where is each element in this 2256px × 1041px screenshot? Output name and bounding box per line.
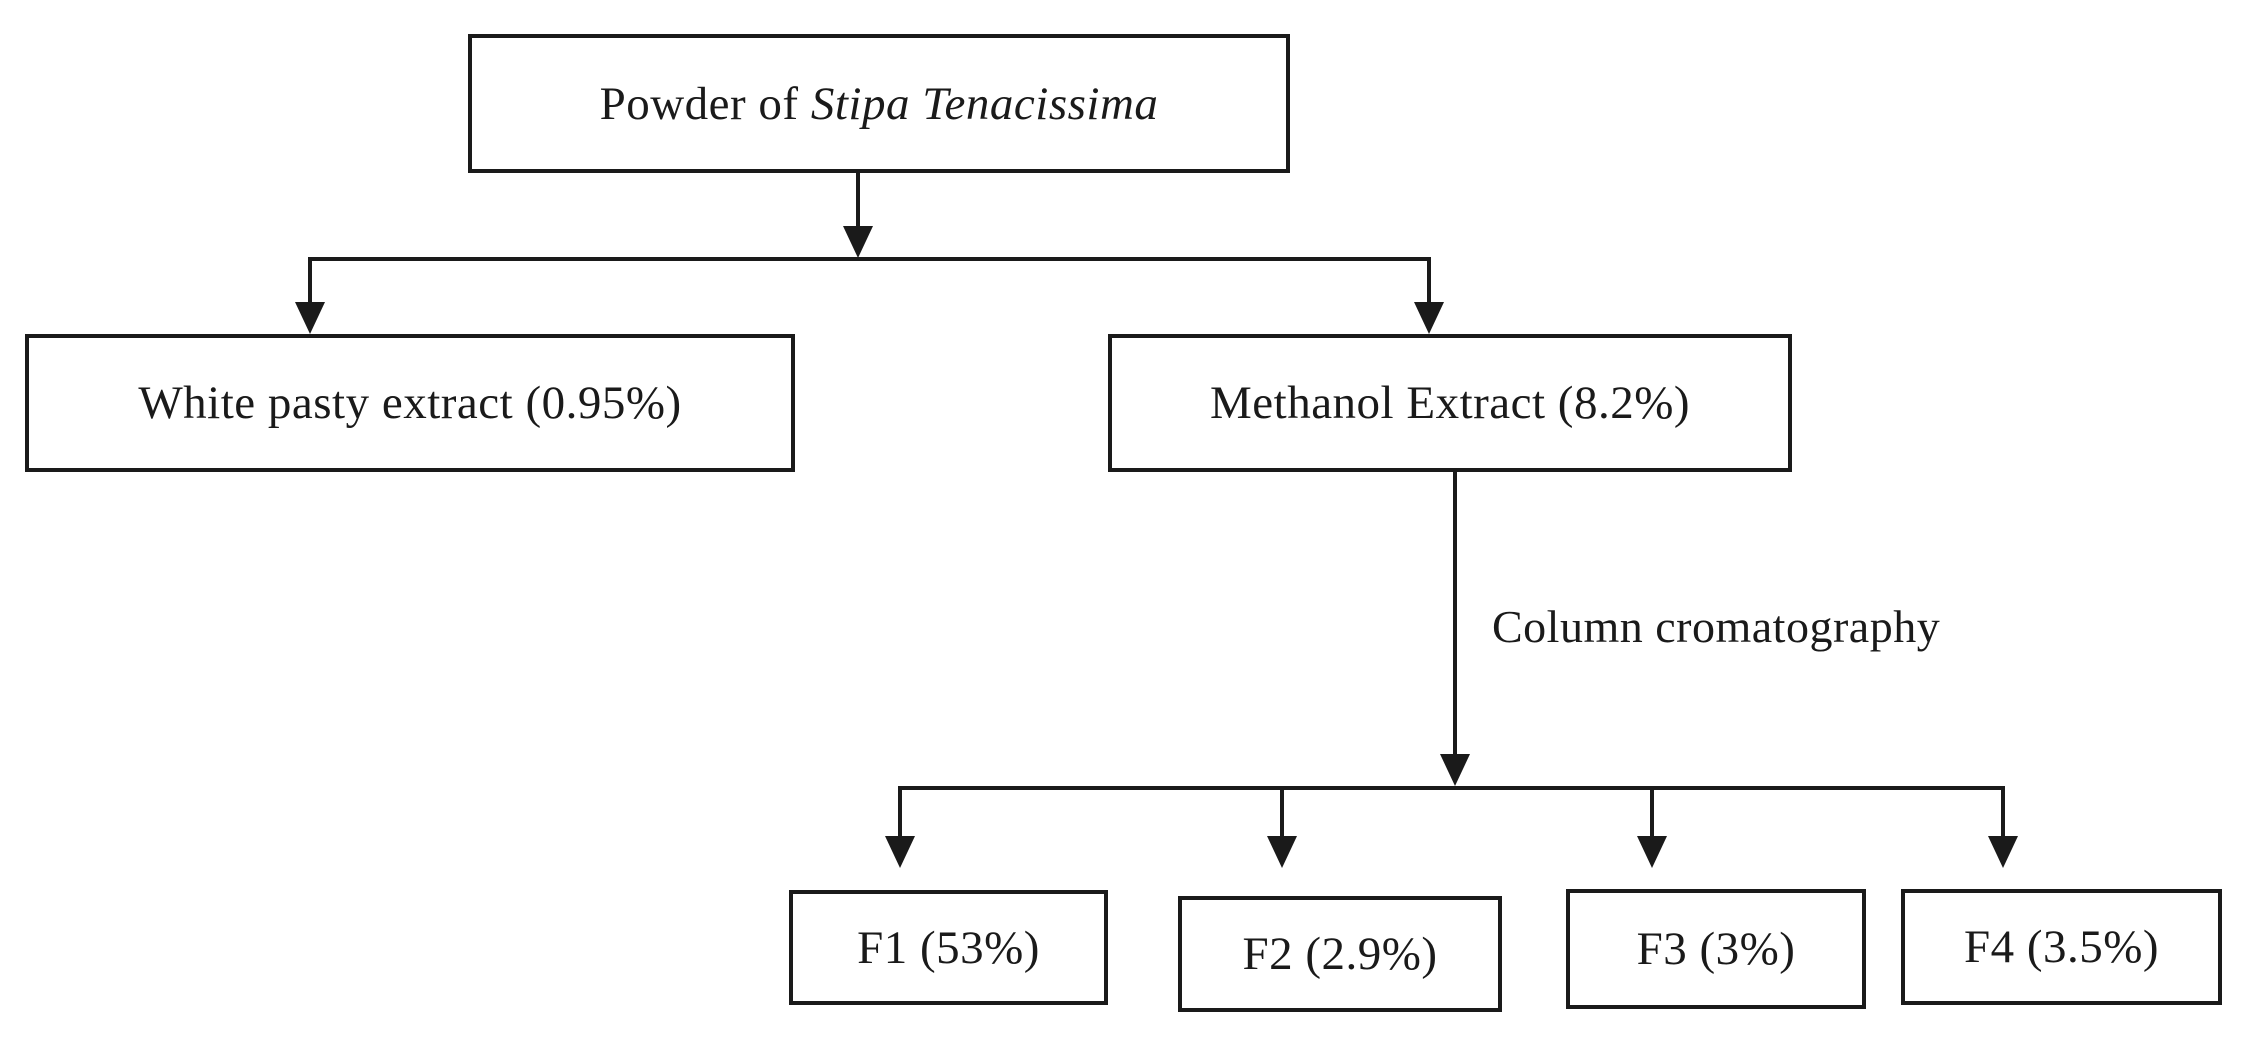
root-box-label: Powder of Stipa Tenacissima <box>600 77 1159 131</box>
root-box-powder: Powder of Stipa Tenacissima <box>468 34 1290 173</box>
column-chromatography-label: Column cromatography <box>1492 601 1941 652</box>
arrowhead-icon <box>885 836 915 868</box>
root-label-prefix: Powder of <box>599 77 799 130</box>
fraction-f3-box: F3 (3%) <box>1566 889 1866 1009</box>
connector-f4-stem <box>2001 790 2005 836</box>
fraction-f2-box: F2 (2.9%) <box>1178 896 1502 1012</box>
arrowhead-icon <box>1637 836 1667 868</box>
connector-f2-stem <box>1280 790 1284 836</box>
fraction-f3-label: F3 (3%) <box>1636 923 1796 975</box>
connector-branch1-right-stem <box>1427 261 1431 303</box>
white-pasty-extract-box: White pasty extract (0.95%) <box>25 334 795 472</box>
fraction-f4-box: F4 (3.5%) <box>1901 889 2222 1005</box>
methanol-extract-label: Methanol Extract (8.2%) <box>1209 377 1691 429</box>
connector-branch1-horizontal <box>308 257 1431 261</box>
connector-root-stem <box>856 173 860 229</box>
arrowhead-icon <box>843 226 873 258</box>
arrowhead-icon <box>1440 754 1470 786</box>
root-label-species: Stipa Tenacissima <box>810 77 1159 130</box>
fraction-f1-label: F1 (53%) <box>857 921 1040 974</box>
arrowhead-icon <box>295 302 325 334</box>
fraction-f1-box: F1 (53%) <box>789 890 1108 1005</box>
white-pasty-extract-label: White pasty extract (0.95%) <box>138 377 682 429</box>
methanol-extract-box: Methanol Extract (8.2%) <box>1108 334 1792 472</box>
fraction-f4-label: F4 (3.5%) <box>1963 921 2160 973</box>
fraction-f2-label: F2 (2.9%) <box>1242 928 1438 980</box>
arrowhead-icon <box>1988 836 2018 868</box>
arrowhead-icon <box>1267 836 1297 868</box>
connector-branch2-horizontal <box>898 786 2005 790</box>
connector-branch1-left-stem <box>308 261 312 303</box>
arrowhead-icon <box>1414 302 1444 334</box>
connector-f1-stem <box>898 790 902 836</box>
connector-methanol-stem <box>1453 472 1457 756</box>
connector-f3-stem <box>1650 790 1654 836</box>
